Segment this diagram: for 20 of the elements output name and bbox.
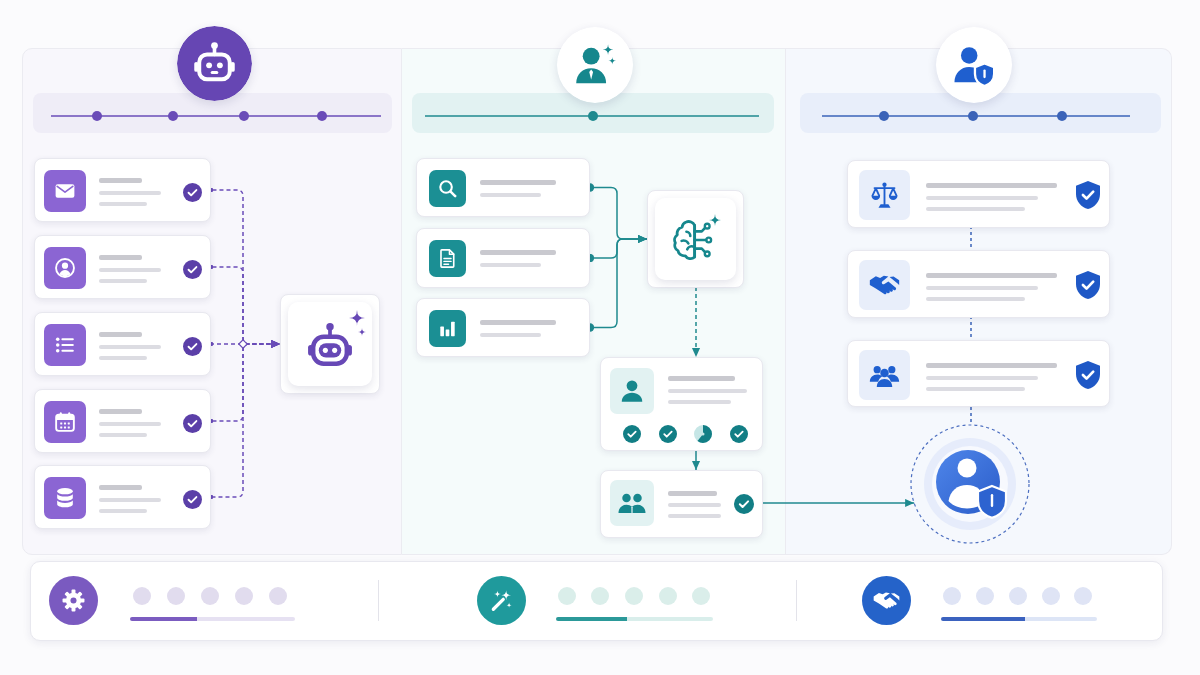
card [847,160,1110,228]
arrow [762,498,915,508]
card [34,312,211,376]
card [416,228,590,288]
card [280,294,380,394]
dashed-arrow [208,339,281,500]
arrow [691,450,701,471]
card [34,158,211,222]
card [416,298,590,357]
card [416,158,590,217]
card [600,357,763,451]
card [847,250,1110,318]
card [34,389,211,453]
card [847,340,1110,407]
card [647,190,744,288]
profile-circle [910,424,1030,544]
card [34,465,211,529]
dashed-arrow [691,287,701,358]
card [600,470,763,538]
card [34,235,211,299]
